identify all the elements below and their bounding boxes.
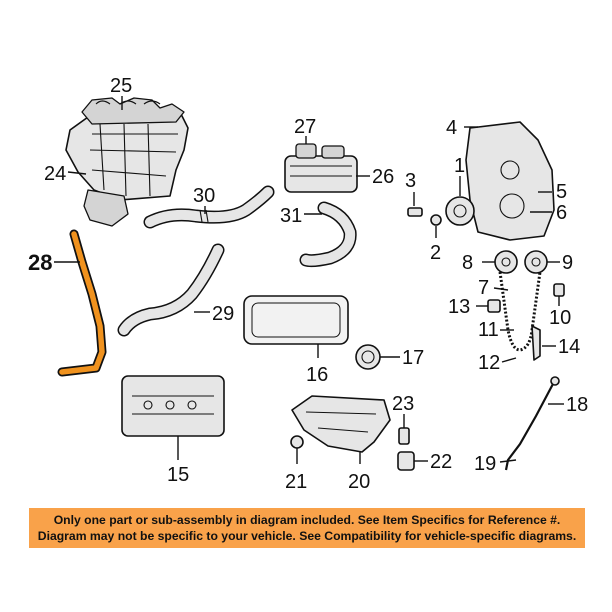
valve-cover-drawing[interactable]: [121, 375, 225, 437]
callout-7: 7: [478, 277, 489, 299]
callout-22: 22: [430, 451, 452, 473]
hose-29-drawing[interactable]: [117, 243, 225, 337]
notice-line-2: Diagram may not be specific to your vehi…: [37, 529, 577, 543]
callout-31: 31: [280, 205, 302, 227]
callout-24: 24: [44, 163, 66, 185]
callout-19: 19: [474, 453, 496, 475]
cam-sprocket-9-drawing[interactable]: [524, 250, 548, 274]
callout-21: 21: [285, 471, 307, 493]
callout-14: 14: [558, 336, 580, 358]
drain-plug-drawing[interactable]: [290, 435, 304, 449]
callout-11: 11: [478, 319, 499, 341]
callout-3: 3: [405, 170, 416, 192]
callout-12: 12: [478, 352, 500, 374]
cam-sprocket-8-drawing[interactable]: [494, 250, 518, 274]
callout-5: 5: [556, 181, 567, 203]
crankshaft-pulley-drawing[interactable]: [445, 196, 475, 226]
oil-cap-drawing[interactable]: [355, 344, 381, 370]
washer-2-drawing[interactable]: [430, 214, 442, 226]
callout-16: 16: [306, 364, 328, 386]
callout-27: 27: [294, 116, 316, 138]
callout-2: 2: [430, 242, 441, 264]
bolt-3-drawing[interactable]: [407, 207, 423, 217]
callout-18: 18: [566, 394, 588, 416]
hose-31-drawing[interactable]: [299, 201, 357, 268]
notice-line-1: Only one part or sub-assembly in diagram…: [53, 513, 561, 527]
chain-guide-14-drawing[interactable]: [531, 325, 541, 361]
callout-20: 20: [348, 471, 370, 493]
part-10-drawing[interactable]: [553, 283, 565, 297]
hose-30-drawing[interactable]: [143, 185, 275, 229]
callout-29: 29: [212, 303, 234, 325]
gasket-16-drawing[interactable]: [243, 295, 349, 345]
callout-15: 15: [167, 464, 189, 486]
oil-pan-drawing[interactable]: [291, 395, 391, 453]
callout-25: 25: [110, 75, 132, 97]
dipstick-drawing[interactable]: [504, 376, 560, 471]
timing-chain-drawing[interactable]: [498, 271, 542, 352]
callout-10: 10: [549, 307, 571, 329]
callout-8: 8: [462, 252, 473, 274]
callout-28: 28: [28, 250, 52, 275]
callout-9: 9: [562, 252, 573, 274]
timing-cover-drawing[interactable]: [465, 121, 555, 241]
callout-13: 13: [448, 296, 470, 318]
callout-30: 30: [193, 185, 215, 207]
callout-23: 23: [392, 393, 414, 415]
intake-manifold-drawing[interactable]: [65, 97, 189, 227]
tensioner-13-drawing[interactable]: [487, 299, 501, 313]
callout-1: 1: [454, 155, 465, 177]
callout-6: 6: [556, 202, 567, 224]
highlighted-part-28-fill: [59, 231, 105, 375]
notice-banner: Only one part or sub-assembly in diagram…: [29, 508, 585, 548]
callout-4: 4: [446, 117, 457, 139]
sensor-23-drawing[interactable]: [398, 427, 410, 445]
oil-filter-drawing[interactable]: [397, 451, 415, 471]
callout-17: 17: [402, 347, 424, 369]
callout-26: 26: [372, 166, 394, 188]
oil-cooler-drawing[interactable]: [284, 143, 358, 193]
